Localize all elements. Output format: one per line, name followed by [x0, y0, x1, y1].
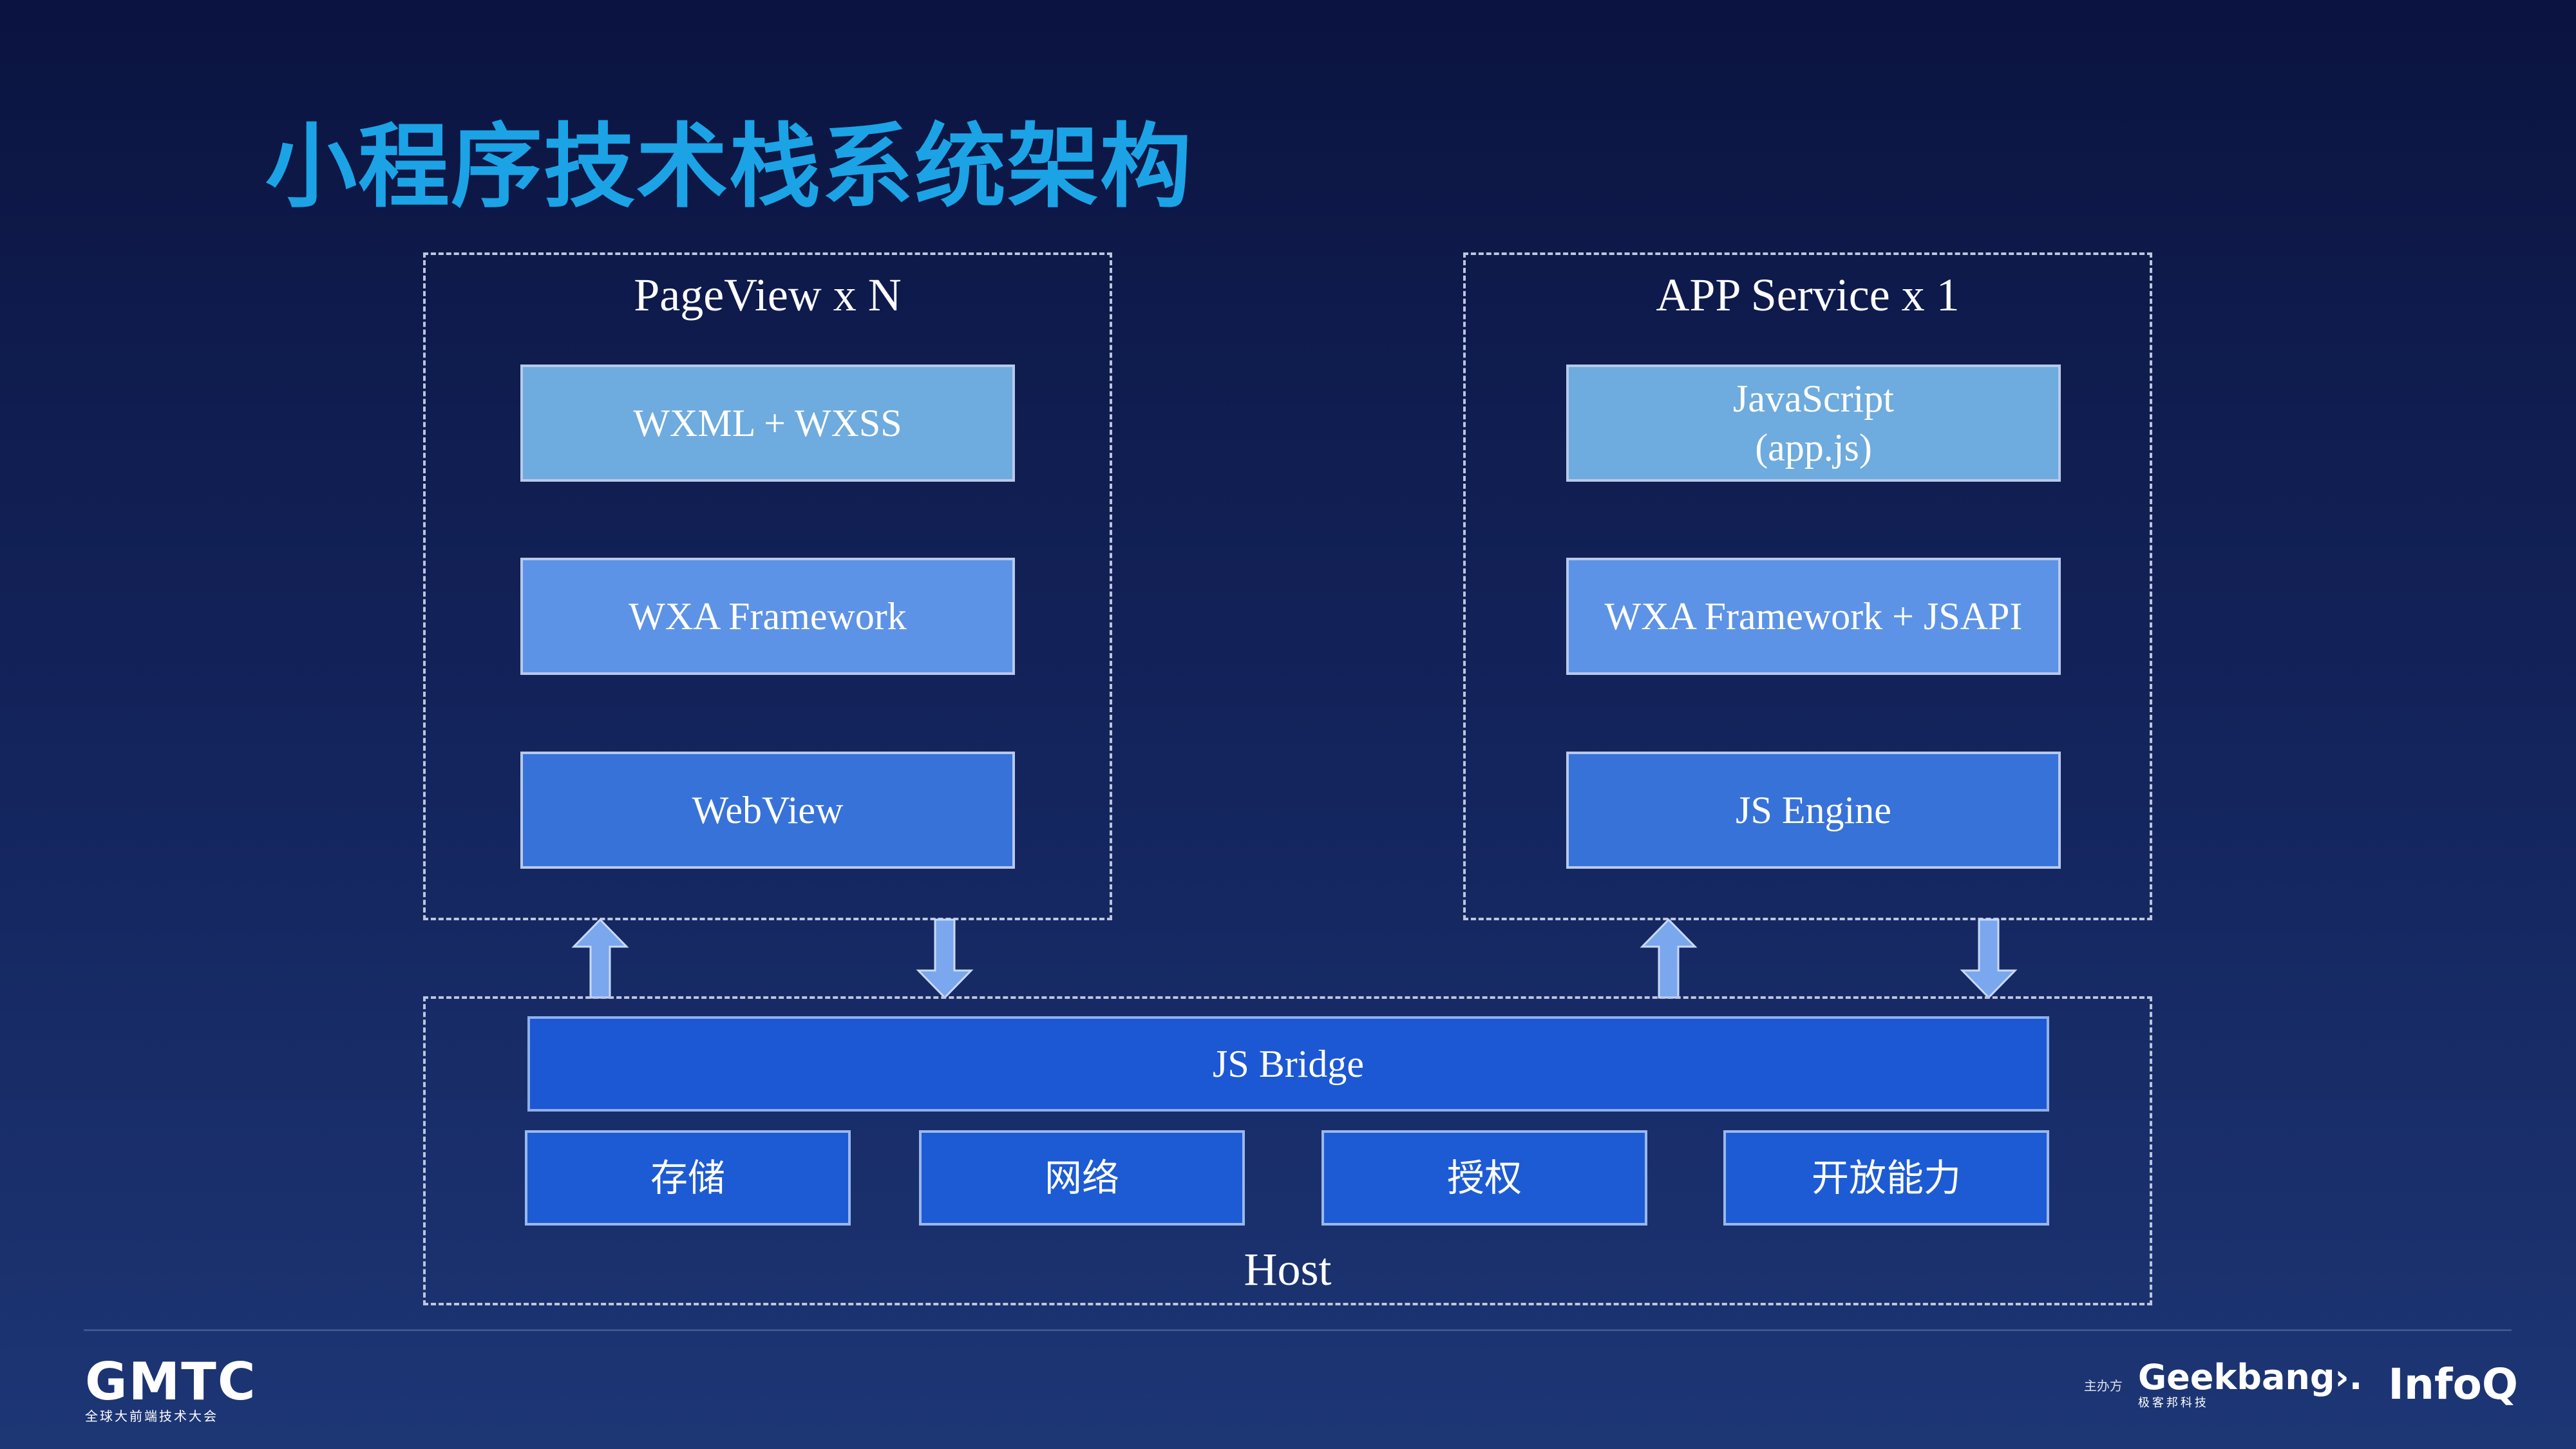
- app-service-group: APP Service x 1: [1463, 252, 2152, 920]
- pageview-group: PageView x N: [423, 252, 1112, 920]
- gmtc-logo-text: GMTC: [85, 1352, 257, 1412]
- storage-module: 存储: [525, 1130, 851, 1226]
- js-bridge-block: JS Bridge: [527, 1016, 2049, 1112]
- sponsors: 主办方 Geekbang›. 极客邦科技 InfoQ: [2084, 1359, 2518, 1410]
- gmtc-logo: GMTC 全球大前端技术大会: [85, 1352, 257, 1425]
- arrow-down-icon: [1960, 918, 2018, 999]
- wxa-framework-jsapi-block: WXA Framework + JSAPI: [1566, 558, 2061, 675]
- geekbang-logo: Geekbang›. 极客邦科技: [2138, 1359, 2362, 1410]
- arrow-down-icon: [916, 918, 974, 999]
- arrow-up-icon: [571, 918, 629, 999]
- pageview-label: PageView x N: [634, 269, 902, 321]
- host-group: Host: [423, 996, 2152, 1305]
- open-capability-module: 开放能力: [1723, 1130, 2049, 1226]
- sponsor-label: 主办方: [2083, 1378, 2123, 1394]
- geekbang-logo-subtitle: 极客邦科技: [2137, 1396, 2209, 1410]
- host-label: Host: [1244, 1244, 1332, 1295]
- slide-title: 小程序技术栈系统架构: [265, 114, 1193, 220]
- infoq-logo: InfoQ: [2388, 1359, 2518, 1409]
- webview-block: WebView: [520, 752, 1015, 869]
- app-service-label: APP Service x 1: [1656, 269, 1960, 321]
- gmtc-logo-subtitle: 全球大前端技术大会: [85, 1408, 218, 1424]
- wxml-wxss-block: WXML + WXSS: [520, 365, 1015, 482]
- arrow-up-icon: [1640, 918, 1698, 999]
- auth-module: 授权: [1321, 1130, 1647, 1226]
- geekbang-logo-text: Geekbang›.: [2137, 1357, 2363, 1397]
- javascript-app-block: JavaScript (app.js): [1566, 365, 2061, 482]
- wxa-framework-block: WXA Framework: [520, 558, 1015, 675]
- js-engine-block: JS Engine: [1566, 752, 2061, 869]
- network-module: 网络: [919, 1130, 1245, 1226]
- footer-divider: [84, 1329, 2512, 1331]
